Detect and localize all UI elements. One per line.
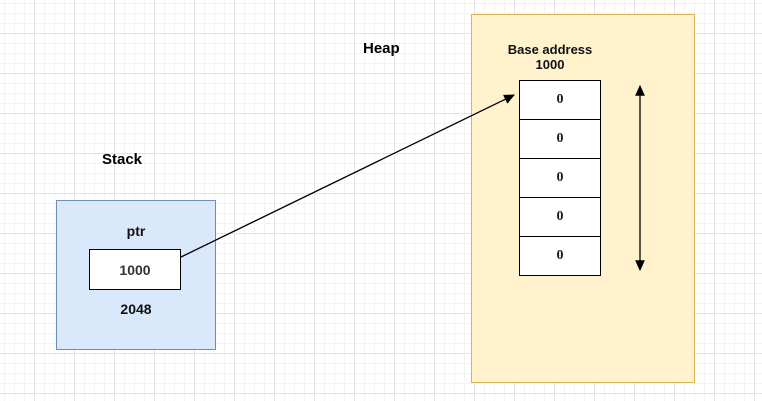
- heap-region-label: Heap: [363, 40, 400, 57]
- stack-address-label: 2048: [120, 301, 152, 317]
- pointer-to-heap-arrow: [180, 94, 515, 258]
- base-address-value: 1000: [535, 57, 565, 72]
- memory-cell: 0: [519, 236, 601, 276]
- memory-cell: 0: [519, 158, 601, 198]
- stack-region-label: Stack: [102, 151, 143, 168]
- pointer-value: 1000: [119, 261, 151, 278]
- base-address-caption: Base address: [507, 42, 593, 57]
- memory-cell: 0: [519, 197, 601, 237]
- heap-base-address-title: Base address 1000: [470, 42, 630, 72]
- heap-memory-cells: 0 0 0 0 0: [519, 80, 601, 276]
- pointer-value-box: 1000: [89, 249, 181, 290]
- pointer-variable-label: ptr: [126, 223, 146, 239]
- memory-cell: 0: [519, 119, 601, 159]
- memory-cell: 0: [519, 80, 601, 120]
